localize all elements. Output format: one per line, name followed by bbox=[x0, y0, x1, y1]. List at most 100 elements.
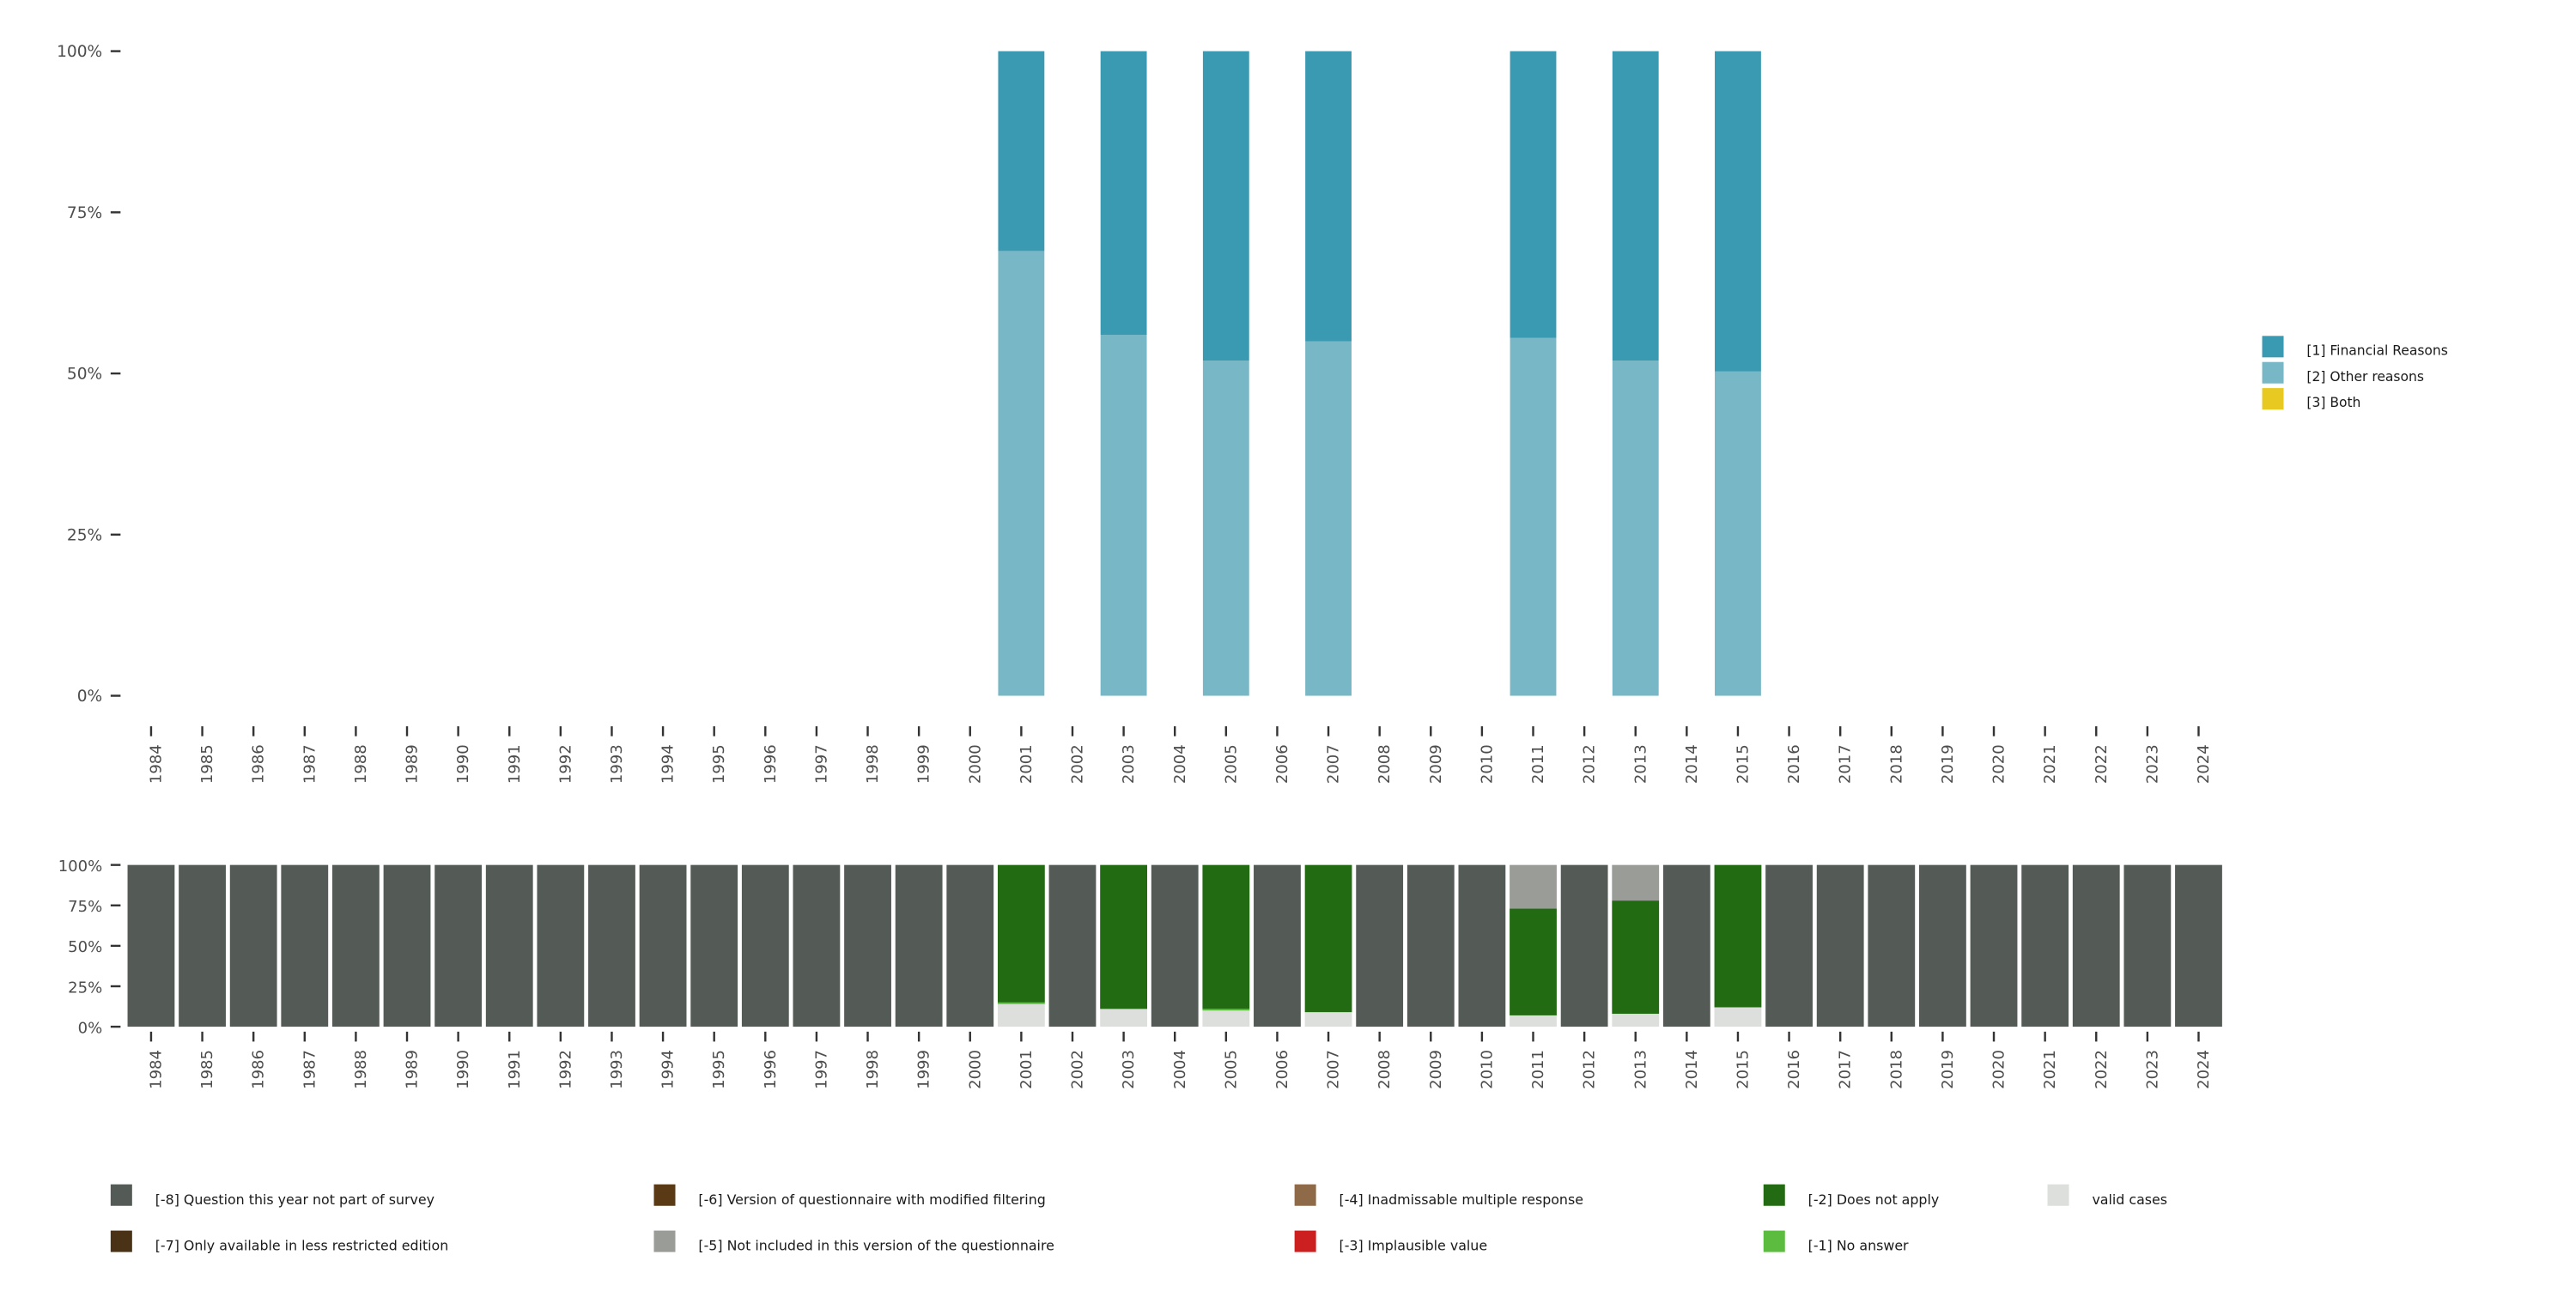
x-tick-label-bottom: 2014 bbox=[1683, 1050, 1701, 1089]
x-tick-label-top: 2020 bbox=[1990, 744, 2008, 784]
x-tick-label-bottom: 1990 bbox=[454, 1050, 472, 1089]
legend-label-bottom: valid cases bbox=[2092, 1191, 2167, 1208]
x-tick-label-top: 1998 bbox=[864, 744, 882, 784]
bar-2001-series-0 bbox=[998, 51, 1045, 252]
status-bar-2003-series-2 bbox=[1100, 864, 1148, 1009]
x-tick-label-bottom: 2001 bbox=[1018, 1050, 1036, 1089]
x-tick-label-bottom: 1986 bbox=[250, 1050, 268, 1089]
y-tick-label-top: 100% bbox=[57, 43, 102, 61]
legend-label-bottom: [-6] Version of questionnaire with modif… bbox=[698, 1191, 1045, 1208]
legend-label-top: [1] Financial Reasons bbox=[2306, 342, 2447, 358]
legend-label-top: [2] Other reasons bbox=[2306, 369, 2423, 385]
status-bar-2023-series-8 bbox=[2123, 864, 2172, 1027]
status-bar-2018-series-8 bbox=[1868, 864, 1916, 1027]
x-tick-label-top: 2001 bbox=[1018, 744, 1036, 784]
status-bar-2003-series-0 bbox=[1100, 1009, 1148, 1027]
x-tick-label-top: 1988 bbox=[352, 744, 370, 784]
status-bar-2014-series-8 bbox=[1662, 864, 1710, 1027]
x-tick-label-bottom: 2021 bbox=[2041, 1050, 2059, 1089]
status-bar-1993-series-8 bbox=[588, 864, 635, 1027]
status-bar-2022-series-8 bbox=[2072, 864, 2120, 1027]
status-bar-2004-series-8 bbox=[1151, 864, 1199, 1027]
status-bar-1994-series-8 bbox=[639, 864, 687, 1027]
x-tick-label-bottom: 2009 bbox=[1427, 1050, 1445, 1089]
x-tick-label-bottom: 1984 bbox=[147, 1050, 165, 1089]
y-tick-label-top: 25% bbox=[67, 526, 102, 544]
x-tick-label-top: 2009 bbox=[1427, 744, 1445, 784]
x-tick-label-bottom: 1985 bbox=[198, 1050, 216, 1089]
legend-swatch-bottom bbox=[2047, 1184, 2069, 1206]
bar-2011-series-1 bbox=[1510, 337, 1557, 696]
x-tick-label-bottom: 2022 bbox=[2093, 1050, 2111, 1089]
x-tick-label-bottom: 2004 bbox=[1171, 1050, 1189, 1089]
bar-2001-series-1 bbox=[998, 251, 1045, 696]
x-tick-label-bottom: 2011 bbox=[1529, 1050, 1547, 1089]
y-tick-label-bottom: 75% bbox=[68, 898, 102, 916]
x-tick-label-bottom: 2003 bbox=[1120, 1050, 1138, 1089]
legend-label-bottom: [-2] Does not apply bbox=[1808, 1191, 1940, 1208]
status-bar-2010-series-8 bbox=[1458, 864, 1506, 1027]
x-tick-label-bottom: 1992 bbox=[556, 1050, 574, 1089]
y-tick-label-bottom: 50% bbox=[68, 938, 102, 956]
status-bar-1991-series-8 bbox=[485, 864, 533, 1027]
status-bar-2005-series-1 bbox=[1202, 1009, 1250, 1011]
x-tick-label-bottom: 1993 bbox=[608, 1050, 626, 1089]
status-bar-1996-series-8 bbox=[741, 864, 789, 1027]
status-bar-1984-series-8 bbox=[127, 864, 175, 1027]
bar-2007-series-0 bbox=[1305, 51, 1352, 342]
legend-label-bottom: [-7] Only available in less restricted e… bbox=[155, 1238, 449, 1254]
x-tick-label-top: 1986 bbox=[250, 744, 268, 784]
status-bar-2001-series-0 bbox=[997, 1003, 1045, 1027]
legend-swatch-bottom bbox=[1294, 1184, 1316, 1206]
status-bar-2002-series-8 bbox=[1048, 864, 1097, 1027]
status-bar-2013-series-0 bbox=[1612, 1014, 1660, 1027]
x-tick-label-bottom: 1987 bbox=[301, 1050, 319, 1089]
x-tick-label-top: 2000 bbox=[966, 744, 984, 784]
status-bar-2005-series-2 bbox=[1202, 864, 1250, 1009]
legend-swatch-bottom bbox=[1294, 1230, 1316, 1252]
status-bar-2011-series-5 bbox=[1510, 864, 1557, 909]
x-tick-label-top: 1997 bbox=[812, 744, 830, 784]
x-tick-label-top: 2008 bbox=[1376, 744, 1394, 784]
x-tick-label-bottom: 2006 bbox=[1273, 1050, 1291, 1089]
legend-label-bottom: [-1] No answer bbox=[1808, 1238, 1909, 1254]
status-bar-1997-series-8 bbox=[793, 864, 841, 1027]
x-tick-label-bottom: 2018 bbox=[1887, 1050, 1905, 1089]
bar-2003-series-1 bbox=[1100, 335, 1147, 696]
legend-label-bottom: [-8] Question this year not part of surv… bbox=[155, 1191, 434, 1208]
bar-2005-series-0 bbox=[1202, 51, 1249, 361]
bar-2005-series-1 bbox=[1202, 361, 1249, 696]
bar-2015-series-0 bbox=[1715, 51, 1761, 372]
x-tick-label-top: 1995 bbox=[710, 744, 728, 784]
status-bar-2006-series-8 bbox=[1254, 864, 1301, 1027]
bar-2013-series-1 bbox=[1612, 361, 1659, 696]
x-tick-label-bottom: 2023 bbox=[2143, 1050, 2161, 1089]
x-tick-label-bottom: 2012 bbox=[1581, 1050, 1599, 1089]
x-tick-label-bottom: 2017 bbox=[1837, 1050, 1855, 1089]
bar-2003-series-0 bbox=[1100, 51, 1147, 336]
legend-swatch-top bbox=[2262, 388, 2284, 410]
x-tick-label-top: 2011 bbox=[1529, 744, 1547, 784]
x-tick-label-bottom: 1994 bbox=[659, 1050, 677, 1089]
legend-swatch-top bbox=[2262, 336, 2284, 358]
status-bar-1990-series-8 bbox=[434, 864, 483, 1027]
y-tick-label-top: 0% bbox=[77, 688, 102, 706]
status-bar-2009-series-8 bbox=[1406, 864, 1455, 1027]
x-tick-label-top: 1991 bbox=[506, 744, 524, 784]
bar-2013-series-0 bbox=[1612, 51, 1659, 361]
x-tick-label-top: 2017 bbox=[1837, 744, 1855, 784]
x-tick-label-bottom: 2020 bbox=[1990, 1050, 2008, 1089]
status-bar-2001-series-1 bbox=[997, 1002, 1045, 1004]
x-tick-label-top: 2021 bbox=[2041, 744, 2059, 784]
x-tick-label-top: 2024 bbox=[2195, 744, 2213, 784]
status-bar-2020-series-8 bbox=[1970, 864, 2018, 1027]
x-tick-label-top: 2014 bbox=[1683, 744, 1701, 784]
y-tick-label-bottom: 25% bbox=[68, 979, 102, 997]
x-tick-label-top: 1992 bbox=[556, 744, 574, 784]
x-tick-label-bottom: 2008 bbox=[1376, 1050, 1394, 1089]
status-bar-2007-series-2 bbox=[1304, 864, 1352, 1013]
x-tick-label-top: 2005 bbox=[1222, 744, 1240, 784]
x-tick-label-top: 2002 bbox=[1069, 744, 1087, 784]
x-tick-label-bottom: 2013 bbox=[1631, 1050, 1649, 1089]
